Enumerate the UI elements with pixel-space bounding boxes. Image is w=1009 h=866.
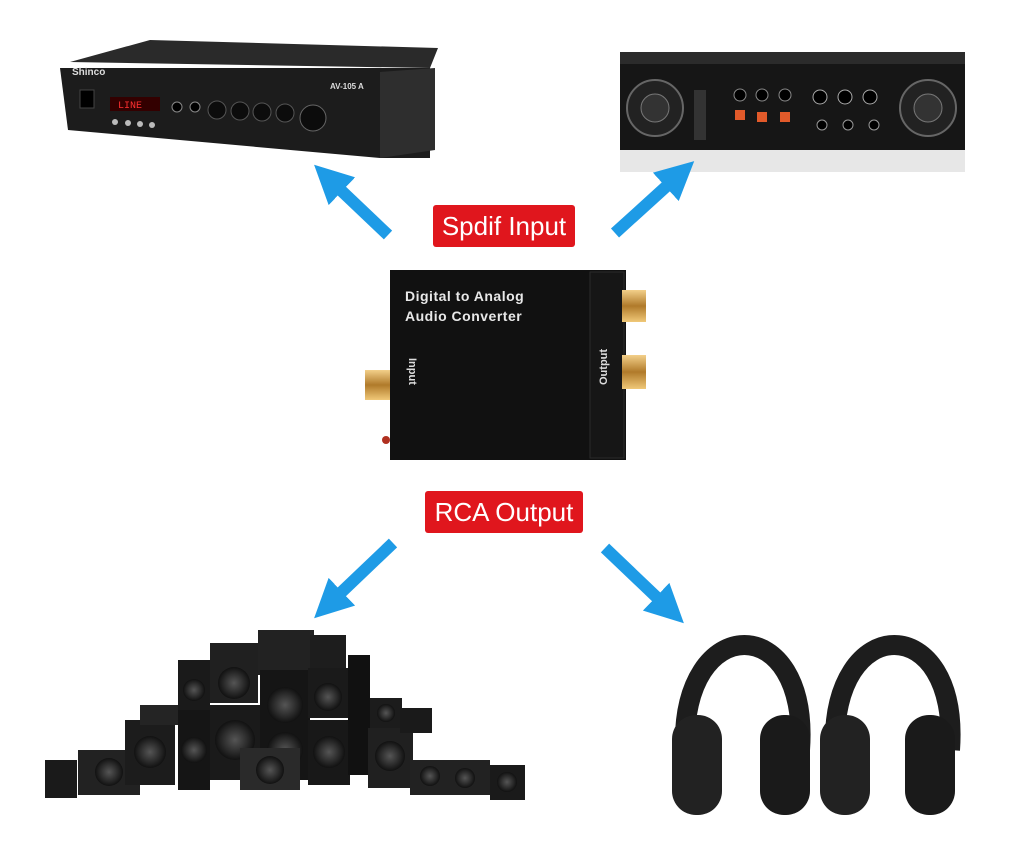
amplifier-model: AV-105 A	[330, 82, 364, 91]
amplifier-brand: Shinco	[72, 67, 106, 78]
arrows	[314, 161, 695, 624]
rca-output-label: RCA Output	[425, 491, 583, 533]
arrow-to-speakers	[314, 538, 398, 619]
svg-text:LINE: LINE	[118, 101, 142, 112]
arrow-to-stereo-amp	[314, 164, 393, 240]
converter-title-line2: Audio Converter	[405, 308, 523, 324]
speaker-stack-icon	[45, 630, 525, 800]
power-amplifier-icon	[620, 52, 965, 172]
spdif-input-label: Spdif Input	[433, 205, 575, 247]
arrow-to-power-amp	[610, 161, 695, 238]
output-port-label: Output	[598, 348, 610, 385]
stereo-amplifier-icon: LINE	[60, 40, 438, 158]
arrow-to-headphones	[600, 543, 684, 624]
headphones-icon	[672, 635, 961, 815]
converter-title-line1: Digital to Analog	[405, 288, 525, 304]
dac-converter-icon	[365, 270, 646, 460]
input-port-label: Input	[406, 358, 418, 385]
